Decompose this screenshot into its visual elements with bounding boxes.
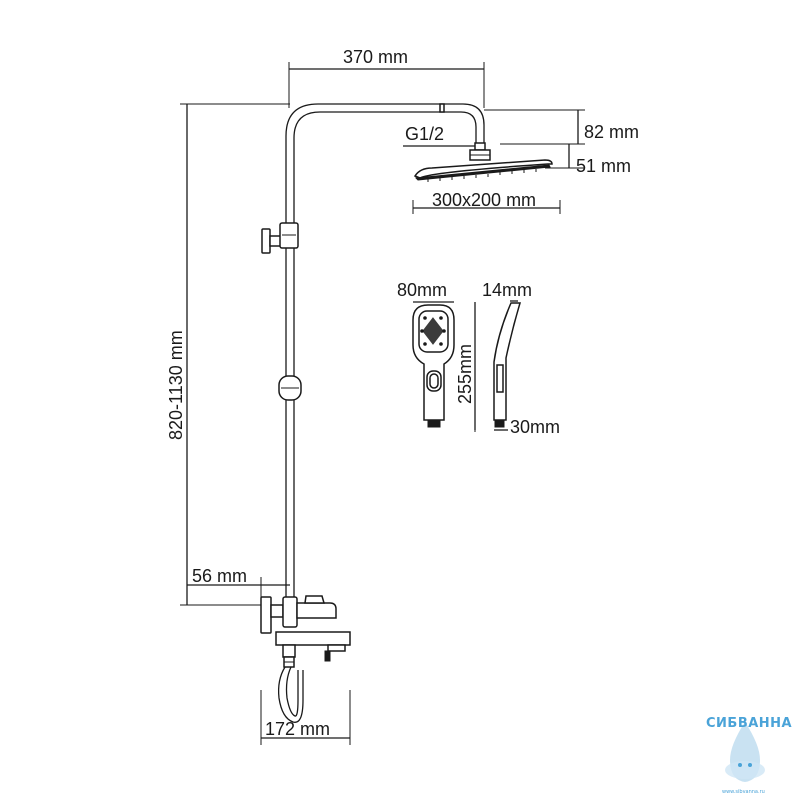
bracket-offset-label: 56 mm — [192, 566, 247, 586]
shower-hose — [277, 666, 304, 723]
mixer-depth-dimension: 172 mm — [260, 690, 351, 745]
head-size-dimension: 300x200 mm — [412, 190, 561, 214]
thread-dimension: G1/2 — [403, 124, 476, 147]
hand-length-label: 255mm — [455, 344, 475, 404]
head-size-label: 300x200 mm — [432, 190, 536, 210]
hand-shower-side: 14mm 255mm 30mm — [455, 280, 560, 437]
hand-width-label: 80mm — [397, 280, 447, 300]
hand-shower-front: 80mm — [397, 280, 455, 428]
rail-height-label: 820-1130 mm — [166, 330, 186, 440]
shower-head — [413, 142, 553, 182]
arm-length-dimension: 370 mm — [288, 47, 485, 108]
arm-cap — [439, 103, 445, 113]
hand-thickness-label: 14mm — [482, 280, 532, 300]
head-nozzles — [427, 169, 537, 182]
arm-length-label: 370 mm — [343, 47, 408, 67]
hand-nozzle-grid — [420, 316, 446, 346]
head-height-label: 82 mm — [584, 122, 639, 142]
rail-slider — [278, 375, 302, 401]
head-connector — [474, 142, 486, 151]
thread-label: G1/2 — [405, 124, 444, 144]
logo-url: www.sibvanna.ru — [722, 789, 765, 795]
bracket-offset-dimension: 56 mm — [187, 566, 290, 600]
shower-column — [285, 103, 485, 600]
upper-wall-bracket — [261, 222, 299, 254]
hand-handle-depth-label: 30mm — [510, 417, 560, 437]
logo-name: СИБВАННА — [706, 716, 792, 731]
mixer-depth-label: 172 mm — [265, 719, 330, 739]
head-thickness-label: 51 mm — [576, 156, 631, 176]
rail-height-dimension: 820-1130 mm — [166, 103, 290, 606]
sibvanna-logo: СИБВАННА www.sibvanna.ru — [706, 716, 792, 795]
mixer-assembly — [260, 595, 351, 668]
head-height-dimension: 82 mm 51 mm — [484, 109, 639, 176]
